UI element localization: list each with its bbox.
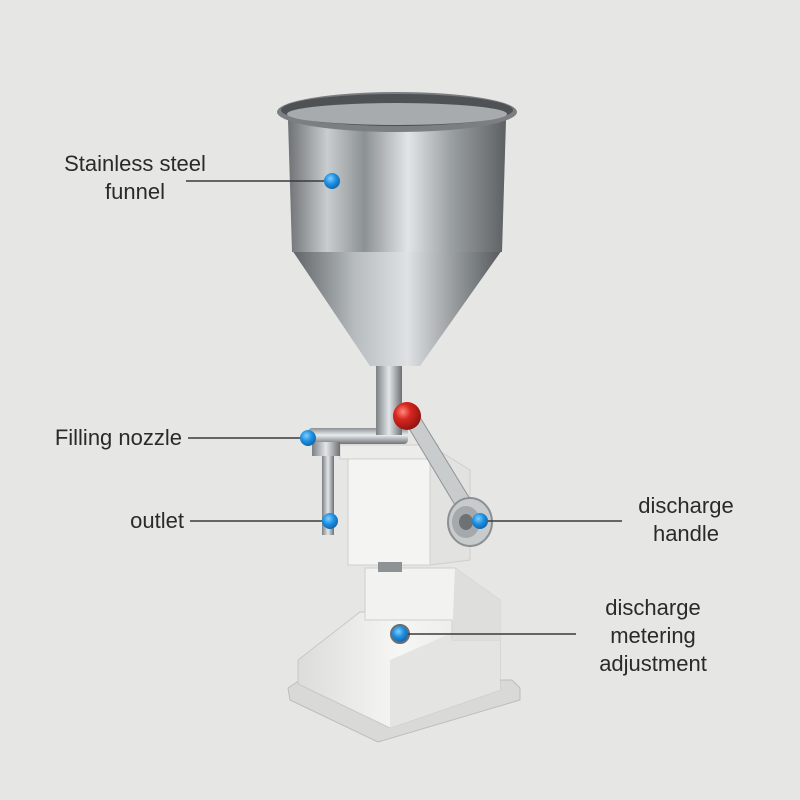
handle-label-line2: handle: [652, 521, 720, 546]
funnel-marker-icon: [324, 173, 340, 189]
metering-label-line3: adjustment: [599, 651, 707, 676]
outlet-label: outlet: [80, 507, 184, 535]
nozzle-label: Filling nozzle: [20, 424, 182, 452]
handle-label-line1: discharge: [638, 493, 734, 518]
nozzle-marker-icon: [300, 430, 316, 446]
metering-label-line2: metering: [610, 623, 696, 648]
metering-label-line1: discharge: [605, 595, 701, 620]
nozzle-label-text: Filling nozzle: [54, 425, 182, 450]
metering-label: discharge metering adjustment: [578, 594, 728, 678]
body-block: [347, 444, 431, 566]
red-knob: [393, 402, 421, 430]
funnel-label-line2: funnel: [105, 179, 165, 204]
outlet-marker-icon: [322, 513, 338, 529]
metering-marker-icon: [392, 626, 408, 642]
outlet-label-text: outlet: [130, 508, 184, 533]
funnel-cone: [292, 250, 502, 366]
funnel-label-line1: Stainless steel: [64, 151, 206, 176]
handle-marker-icon: [472, 513, 488, 529]
handle-label: discharge handle: [616, 492, 756, 548]
funnel-label: Stainless steel funnel: [50, 150, 220, 206]
funnel-body: [288, 120, 506, 252]
